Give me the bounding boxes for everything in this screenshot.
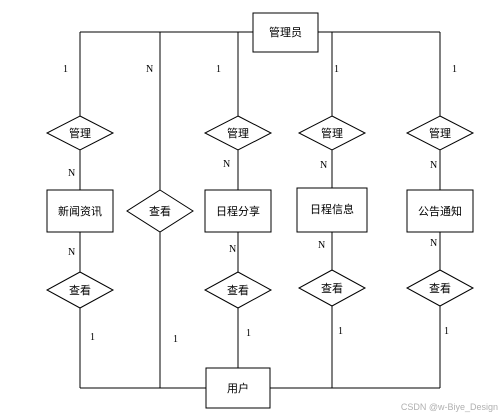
cardinality-share-view: N	[229, 244, 236, 255]
entity-user-label: 用户	[227, 381, 249, 395]
entity-schedule-share: 日程分享	[204, 189, 272, 233]
cardinality-news-manage: N	[68, 168, 75, 179]
relationship-manage-share: 管理	[203, 115, 273, 151]
relationship-view-share-label: 查看	[227, 283, 249, 297]
relationship-view-user-label: 查看	[149, 204, 171, 218]
relationship-view-news: 查看	[45, 271, 115, 309]
relationship-view-user: 查看	[126, 189, 194, 233]
cardinality-notice-manage: N	[430, 160, 437, 171]
relationship-manage-info-label: 管理	[321, 126, 343, 140]
cardinality-info-manage: N	[320, 160, 327, 171]
entity-schedule-info-label: 日程信息	[310, 202, 354, 216]
cardinality-share-manage: N	[223, 159, 230, 170]
cardinality-admin-info: 1	[334, 64, 339, 75]
cardinality-admin-news: 1	[63, 64, 68, 75]
cardinality-admin-notice: 1	[452, 64, 457, 75]
cardinality-user-view: 1	[173, 334, 178, 345]
cardinality-admin-share: 1	[216, 64, 221, 75]
relationship-view-notice-label: 查看	[429, 281, 451, 295]
entity-schedule-info: 日程信息	[296, 187, 368, 233]
entity-admin: 管理员	[252, 12, 319, 53]
relationship-manage-notice: 管理	[405, 115, 475, 151]
entity-notice-label: 公告通知	[418, 204, 462, 218]
relationship-view-news-label: 查看	[69, 283, 91, 297]
relationship-manage-share-label: 管理	[227, 126, 249, 140]
entity-notice: 公告通知	[406, 189, 474, 233]
cardinality-notice-view: N	[430, 238, 437, 249]
entity-user: 用户	[205, 367, 271, 409]
watermark: CSDN @w-Biye_Design	[400, 402, 498, 412]
entity-news-label: 新闻资讯	[58, 204, 102, 218]
cardinality-labels: 1 N N 1 N 1 N 1 N N 1 1 N 1 N 1 N 1	[63, 64, 457, 345]
relationship-manage-notice-label: 管理	[429, 126, 451, 140]
connector-lines	[79, 31, 441, 389]
cardinality-user-info: 1	[338, 326, 343, 337]
cardinality-info-view: N	[318, 240, 325, 251]
relationship-view-notice: 查看	[405, 269, 475, 307]
cardinality-user-news: 1	[90, 332, 95, 343]
entity-schedule-share-label: 日程分享	[216, 204, 260, 218]
cardinality-user-notice: 1	[444, 326, 449, 337]
cardinality-admin-user: N	[146, 64, 153, 75]
relationship-view-share: 查看	[203, 271, 273, 309]
entity-admin-label: 管理员	[269, 25, 302, 39]
relationship-manage-info: 管理	[297, 115, 367, 151]
relationship-manage-news: 管理	[45, 115, 115, 151]
cardinality-news-view: N	[68, 247, 75, 258]
cardinality-user-share: 1	[246, 328, 251, 339]
entity-news: 新闻资讯	[46, 189, 114, 233]
relationship-view-info: 查看	[297, 269, 367, 307]
relationship-manage-news-label: 管理	[69, 126, 91, 140]
relationship-view-info-label: 查看	[321, 281, 343, 295]
